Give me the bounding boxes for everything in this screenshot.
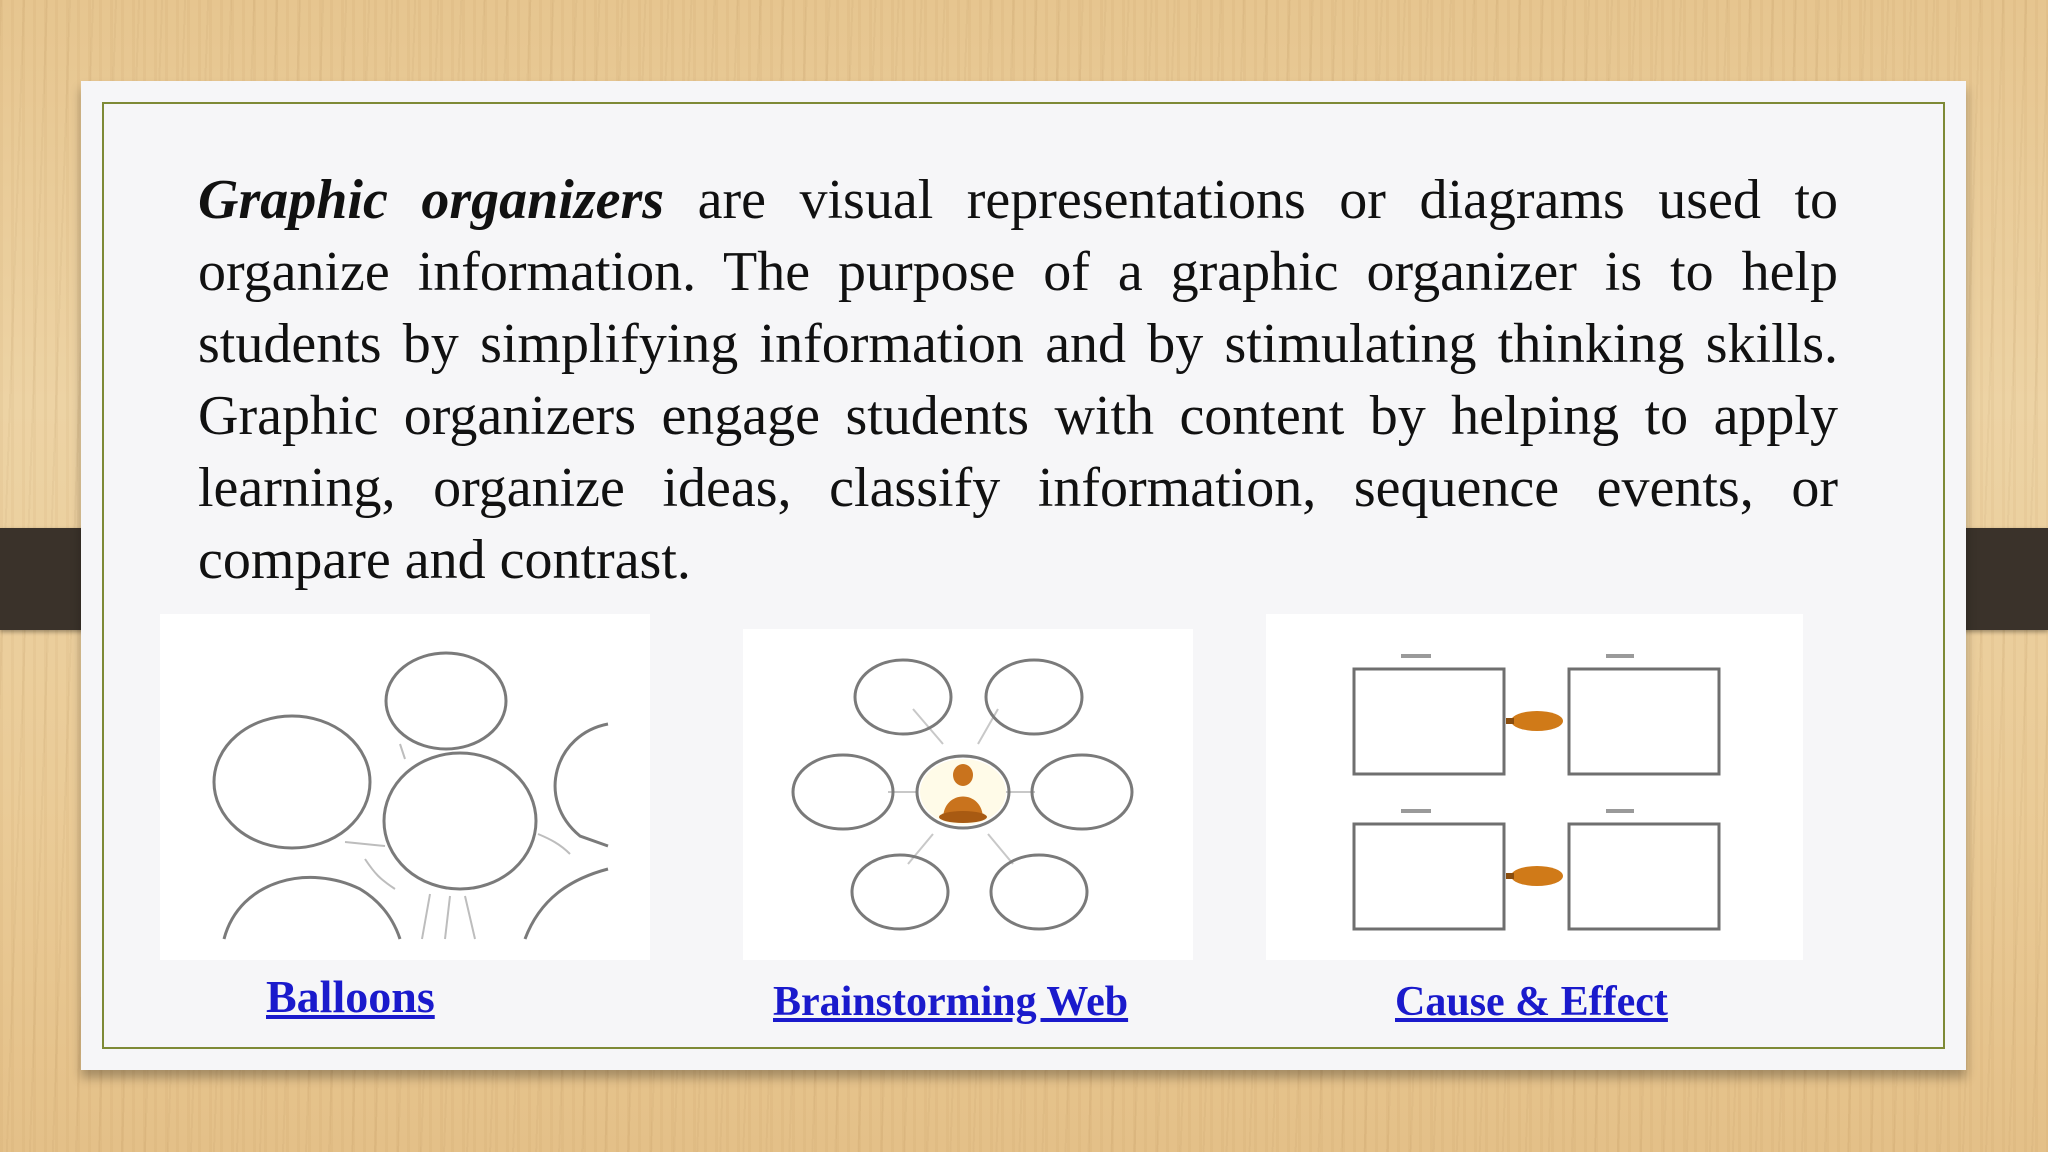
balloons-diagram-icon bbox=[212, 651, 609, 940]
brainstorming-web-link[interactable]: Brainstorming Web bbox=[773, 979, 1129, 1025]
balloons-image[interactable] bbox=[160, 614, 650, 960]
slide-card: Graphic organizers are visual representa… bbox=[81, 81, 1966, 1070]
brainstorming-web-image[interactable] bbox=[743, 629, 1193, 960]
cause-effect-diagram-icon bbox=[1352, 654, 1721, 931]
key-term: Graphic organizers bbox=[198, 169, 665, 231]
intro-paragraph: Graphic organizers are visual representa… bbox=[198, 164, 1838, 596]
cause-effect-image[interactable] bbox=[1266, 614, 1803, 960]
brainstorming-web-diagram-icon bbox=[791, 658, 1134, 931]
cause-effect-link[interactable]: Cause & Effect bbox=[1395, 979, 1668, 1025]
intro-text: are visual representations or diagrams u… bbox=[198, 169, 1838, 591]
balloons-link[interactable]: Balloons bbox=[266, 971, 435, 1022]
slide-border bbox=[102, 102, 1945, 1049]
